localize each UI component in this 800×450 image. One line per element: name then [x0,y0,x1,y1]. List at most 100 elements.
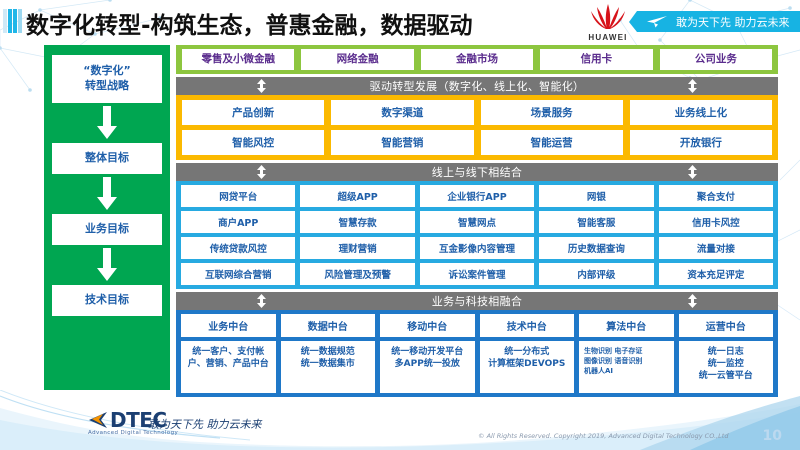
midplatform-column: 业务中台 统一客户、支付帐户、营销、产品中台 [181,313,276,393]
online-cell[interactable]: 超级APP [300,184,415,207]
footer-tagline: 敢为天下先 助力云未来 [148,418,262,431]
dtec-logo: DTEC Advanced Digital Technology [88,408,178,436]
dtec-triangle-icon [89,412,107,428]
business-unit-cell[interactable]: 公司业务 [659,49,773,70]
banner-background [637,11,800,32]
section-header-label: 线上与线下相结合 [431,165,523,179]
midplatform-title[interactable]: 业务中台 [181,313,276,337]
page-title: 数字化转型-构筑生态，普惠金融，数据驱动 [26,13,473,39]
online-row: 商户APP 智慧存款 智慧网点 智能客服 信用卡风控 [181,210,774,233]
drive-row: 智能风控 智能营销 智能运营 开放银行 [182,129,772,155]
online-cell[interactable]: 企业银行APP [419,184,535,207]
banner-notch [629,11,637,32]
drive-row: 产品创新 数字渠道 场景服务 业务线上化 [182,99,772,125]
double-arrow-vertical-icon [257,293,266,308]
online-offline-band: 网贷平台 超级APP 企业银行APP 网银 聚合支付 商户APP 智慧存款 智慧… [176,180,778,289]
midplatform-title[interactable]: 数据中台 [280,313,375,337]
midplatform-title[interactable]: 运营中台 [678,313,773,337]
banner-text: 敢为天下先 助力云未来 [676,16,790,29]
midplatform-detail: 统一客户、支付帐户、营销、产品中台 [181,340,276,393]
arrow-down-icon [97,248,117,281]
midplatform-column: 技术中台 统一分布式 计算框架DEVOPS [479,313,574,393]
online-cell[interactable]: 网贷平台 [181,184,296,207]
online-row: 网贷平台 超级APP 企业银行APP 网银 聚合支付 [181,184,774,207]
online-row: 传统贷款风控 理财营销 互金影像内容管理 历史数据查询 流量对接 [181,236,774,259]
sidebar-item-label: 整体目标 [85,151,129,165]
drive-cell[interactable]: 智能风控 [182,129,325,155]
business-unit-cell[interactable]: 信用卡 [540,49,653,70]
sidebar-item-label: 技术目标 [85,293,129,307]
sidebar-item-overall-goal[interactable]: 整体目标 [52,143,162,174]
double-arrow-vertical-icon [688,164,697,179]
online-cell[interactable]: 聚合支付 [658,184,774,207]
midplatform-column: 移动中台 统一移动开发平台 多APP统一投放 [380,313,475,393]
midplatform-detail: 统一移动开发平台 多APP统一投放 [380,340,475,393]
midplatform-title[interactable]: 移动中台 [380,313,475,337]
arrow-down-icon [97,177,117,210]
sidebar-item-label: 业务目标 [85,222,129,236]
section-header-drive: 驱动转型发展（数字化、线上化、智能化） [176,76,778,95]
drive-cell[interactable]: 业务线上化 [629,99,772,125]
drive-cell[interactable]: 产品创新 [182,99,325,125]
sidebar-item-business-goal[interactable]: 业务目标 [52,214,162,245]
online-cell[interactable]: 信用卡风控 [658,210,774,233]
business-unit-cell[interactable]: 零售及小微金融 [182,49,295,70]
midplatform-column: 算法中台 生物识别 电子存证 图像识别 语音识别 机器人AI [579,313,674,393]
sidebar-item-technology-goal[interactable]: 技术目标 [52,285,162,316]
header-banner: 敢为天下先 助力云未来 [629,11,800,32]
online-row: 互联网综合营销 风险管理及预警 诉讼案件管理 内部评级 资本充足评定 [181,262,774,285]
drive-cell[interactable]: 智能运营 [480,129,623,155]
double-arrow-vertical-icon [688,78,697,93]
midplatform-title[interactable]: 算法中台 [579,313,674,337]
drive-cell[interactable]: 开放银行 [629,129,772,155]
online-cell[interactable]: 互联网综合营销 [181,262,296,285]
page-number: 10 [762,428,782,444]
huawei-flower-icon [591,4,625,29]
online-cell[interactable]: 历史数据查询 [539,236,654,259]
double-arrow-vertical-icon [257,164,266,179]
business-unit-cell[interactable]: 金融市场 [420,49,534,70]
online-cell[interactable]: 传统贷款风控 [181,236,296,259]
online-cell[interactable]: 资本充足评定 [658,262,774,285]
sidebar-arrow-2 [96,174,118,214]
online-cell[interactable]: 互金影像内容管理 [419,236,535,259]
slide-footer: DTEC Advanced Digital Technology 敢为天下先 助… [0,394,800,450]
online-cell[interactable]: 内部评级 [539,262,654,285]
midplatform-column: 运营中台 统一日志 统一监控 统一云管平台 [678,313,773,393]
title-accent-bars [3,9,22,33]
sidebar-arrow-1 [96,103,118,143]
arrow-down-icon [97,106,117,139]
sidebar-item-strategy[interactable]: “数字化” 转型战略 [52,55,162,103]
drive-cell[interactable]: 智能营销 [331,129,474,155]
online-cell[interactable]: 流量对接 [658,236,774,259]
online-cell[interactable]: 风险管理及预警 [300,262,415,285]
online-cell[interactable]: 智慧网点 [419,210,535,233]
slide-header: 数字化转型-构筑生态，普惠金融，数据驱动 HUAWEI 敢为天下先 助力云未来 [0,0,800,42]
strategy-sidebar: “数字化” 转型战略 整体目标 业务目标 技术目标 [44,45,170,390]
drive-cell[interactable]: 数字渠道 [331,99,474,125]
huawei-wordmark: HUAWEI [588,33,628,42]
midplatform-detail: 统一日志 统一监控 统一云管平台 [678,340,773,393]
dtec-wordmark: DTEC [110,408,167,432]
main-content: 零售及小微金融 网络金融 金融市场 信用卡 公司业务 驱动转型发展（数字化、线上… [176,45,778,397]
midplatform-title[interactable]: 技术中台 [479,313,574,337]
business-unit-band: 零售及小微金融 网络金融 金融市场 信用卡 公司业务 [176,45,778,74]
section-header-midplatform: 业务与科技相融合 [176,291,778,310]
section-header-online: 线上与线下相结合 [176,162,778,181]
business-unit-cell[interactable]: 网络金融 [301,49,414,70]
midplatform-detail: 统一数据规范 统一数据集市 [280,340,375,393]
huawei-logo: HUAWEI [576,2,640,42]
online-cell[interactable]: 理财营销 [300,236,415,259]
online-cell[interactable]: 智能客服 [539,210,654,233]
dtec-tagline-en: Advanced Digital Technology [88,430,179,436]
online-cell[interactable]: 诉讼案件管理 [419,262,535,285]
drive-transformation-band: 产品创新 数字渠道 场景服务 业务线上化 智能风控 智能营销 智能运营 开放银行 [176,94,778,160]
copyright-text: © All Rights Reserved. Copyright 2019, A… [478,432,729,440]
drive-cell[interactable]: 场景服务 [480,99,623,125]
online-cell[interactable]: 智慧存款 [300,210,415,233]
midplatform-column: 数据中台 统一数据规范 统一数据集市 [280,313,375,393]
online-cell[interactable]: 网银 [539,184,654,207]
midplatform-band: 业务中台 统一客户、支付帐户、营销、产品中台 数据中台 统一数据规范 统一数据集… [176,309,778,397]
online-cell[interactable]: 商户APP [181,210,296,233]
